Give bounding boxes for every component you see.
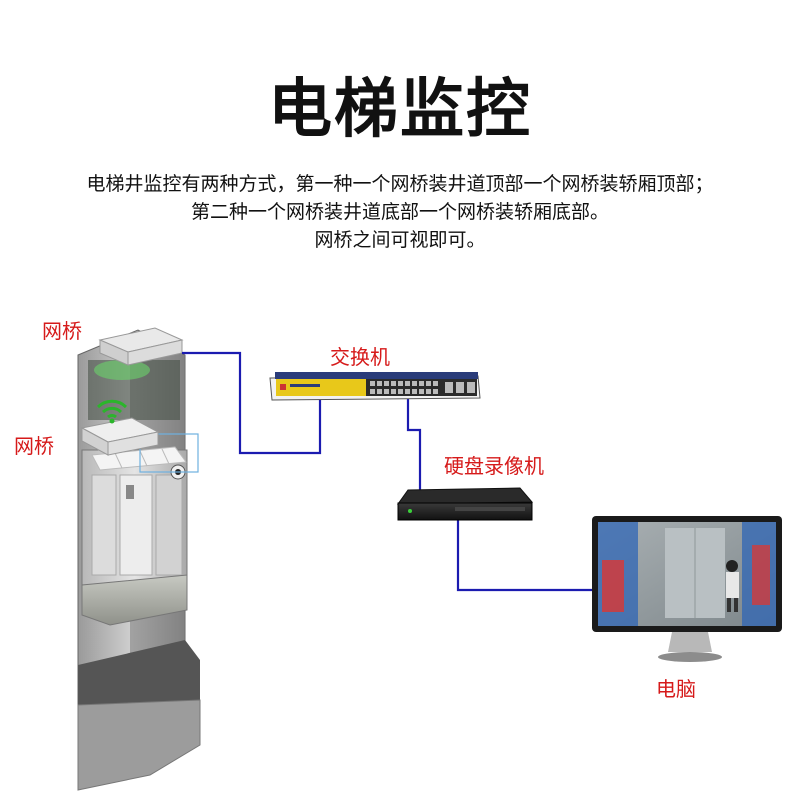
network-switch-device	[269, 372, 481, 401]
elevator-car	[81, 446, 188, 626]
description-line-3: 网桥之间可视即可。	[314, 229, 486, 251]
computer-label: 电脑	[656, 677, 696, 701]
wifi-icon	[96, 399, 128, 424]
description-line-1: 电梯井监控有两种方式，第一种一个网桥装井道顶部一个网桥装轿厢顶部；	[86, 173, 714, 195]
bridge-top-label: 网桥	[42, 319, 82, 343]
description-line-2: 第二种一个网桥装井道底部一个网桥装轿厢底部。	[190, 201, 609, 223]
page-title: 电梯监控	[268, 73, 532, 147]
computer-monitor	[592, 516, 782, 662]
bridge-car-device	[80, 417, 160, 456]
nvr-label: 硬盘录像机	[444, 454, 544, 478]
bridge-top-device	[98, 327, 184, 366]
bridge-car-label: 网桥	[14, 434, 54, 458]
nvr-device	[397, 487, 534, 521]
switch-label: 交换机	[330, 345, 390, 369]
camera-callout	[139, 433, 199, 473]
network-cables	[182, 351, 592, 592]
